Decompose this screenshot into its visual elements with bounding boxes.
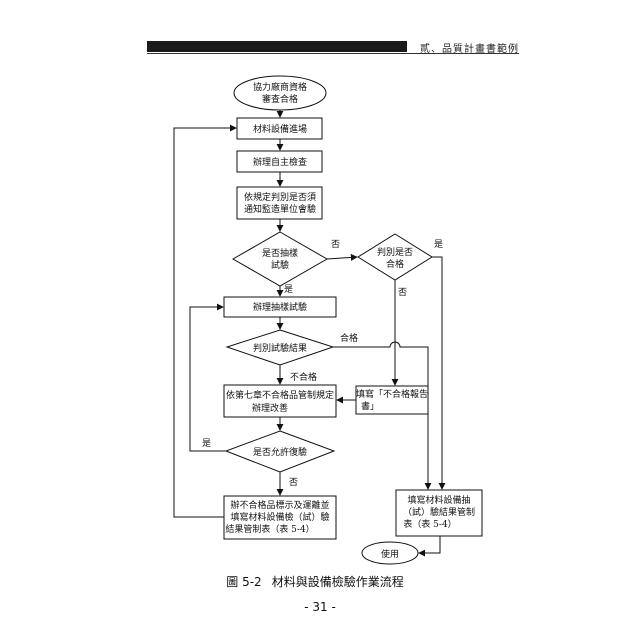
mark-label-2: 填寫材料設備檢（試）驗 (230, 511, 329, 523)
flow-result-pass (333, 341, 432, 490)
header-bar (147, 41, 407, 52)
sampling-question-1: 是否抽樣 (262, 247, 298, 259)
judge-yes-label: 是 (434, 239, 443, 250)
notify-label-1: 依規定判別是否須 (244, 191, 316, 203)
nonconform-label-1: 依第七章不合格品管制規定 (226, 389, 334, 401)
header-rule (147, 53, 519, 54)
sampling-test-label: 辦理抽樣試驗 (253, 301, 307, 313)
flow-table-use (418, 536, 441, 557)
judge-no-label: 否 (398, 287, 407, 298)
figure-title: 材料與設備檢驗作業流程 (271, 575, 404, 589)
use-label: 使用 (381, 548, 399, 560)
result-fail-label: 不合格 (290, 371, 317, 383)
notify-label-2: 通知監造單位會驗 (244, 203, 316, 215)
fill-table-box (395, 489, 483, 537)
figure-number: 圖 5-2 (226, 575, 262, 589)
fail-report-box (355, 385, 429, 415)
result-pass-label: 合格 (340, 332, 358, 344)
use-terminator (361, 541, 419, 565)
fill-table-label-2: （試）驗結果管制 (403, 506, 475, 518)
sampling-decision (231, 231, 329, 287)
header-title: 貳、品質計畫書範例 (420, 44, 519, 55)
flow-judge-yes (432, 256, 446, 490)
nonconform-label-2: 辦理改善 (252, 402, 288, 414)
materials-arrive-label: 材料設備進場 (253, 123, 307, 135)
retest-no-label: 否 (289, 477, 298, 488)
sampling-yes-label: 是 (284, 284, 293, 295)
start-label-1: 協力廠商資格 (253, 81, 307, 93)
start-label-2: 審查合格 (262, 93, 298, 105)
sampling-question-2: 試驗 (271, 259, 289, 271)
figure-caption: 圖 5-2 材料與設備檢驗作業流程 (0, 573, 640, 590)
flow-retest-yes (189, 303, 226, 452)
mark-box (223, 495, 337, 540)
mark-label-1: 辦不合格品標示及運離並 (230, 499, 329, 511)
mark-label-3: 結果管制表（表 5-4） (225, 523, 314, 535)
fail-report-label-1: 填寫「不合格報告 (356, 388, 428, 400)
result-question: 判別試驗結果 (253, 342, 307, 354)
page-number: - 31 - (304, 600, 336, 614)
fill-table-label-3: 表（表 5-4） (403, 518, 456, 530)
flow-sampling-no (326, 253, 358, 261)
fail-report-label-2: 書」 (361, 400, 379, 412)
retest-question: 是否允許復驗 (253, 446, 307, 458)
notify-box (236, 186, 323, 220)
fill-table-label-1: 填寫材料設備抽 (407, 494, 470, 506)
sampling-no-label: 否 (331, 239, 340, 250)
self-check-label: 辦理自主檢查 (253, 156, 307, 168)
flow-mark-loop (173, 124, 237, 518)
retest-yes-label: 是 (202, 438, 211, 449)
judge-question-1: 判別是否 (377, 246, 413, 258)
judge-question-2: 合格 (386, 258, 404, 270)
